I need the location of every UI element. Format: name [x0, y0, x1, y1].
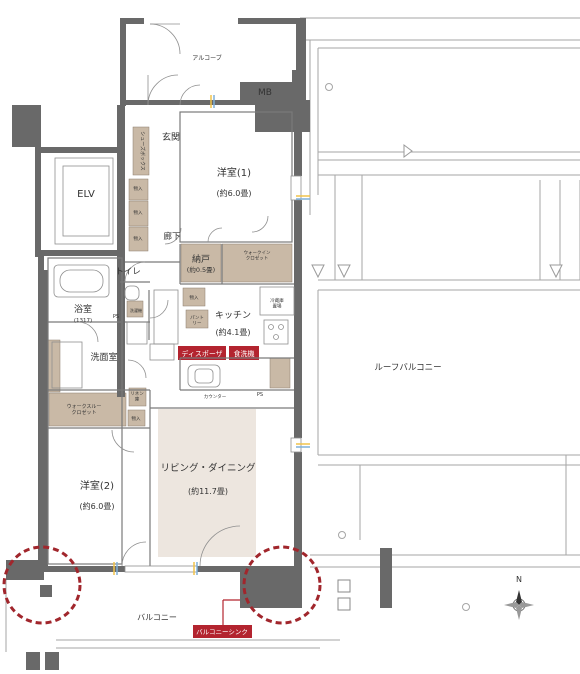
rouka-label: 廊下 — [163, 231, 181, 242]
mb-label: MB — [258, 88, 272, 98]
disposer-label: ディスポーザ — [181, 349, 222, 358]
yokushitsu-size: (1317) — [74, 318, 92, 324]
ps-label-1: PS — [113, 314, 119, 320]
walk-through-label: ウォークスルークロゼット — [67, 403, 102, 416]
door-swings — [77, 23, 269, 567]
youshitsu2-label: 洋室(2) — [80, 479, 114, 492]
highlight-circles — [2, 545, 322, 625]
alcove-label: アルコーブ — [192, 54, 221, 62]
pantry-label: パントリー — [190, 315, 204, 326]
windows — [113, 95, 310, 575]
highlight-badges — [178, 346, 259, 638]
living-label: リビング・ダイニング — [160, 462, 256, 474]
youshitsu2-area: (約6.0畳) — [80, 501, 115, 511]
north-label: N — [516, 575, 522, 584]
ps-label-2: PS — [257, 392, 263, 398]
monoire-label-2: 物入 — [134, 209, 143, 216]
linen-label: リネン庫 — [130, 391, 144, 402]
east-structure — [337, 548, 392, 611]
roof-balcony-area — [300, 17, 580, 568]
walk-in-label: ウォークインクロゼット — [244, 249, 271, 261]
yokushitsu-label: 浴室 — [74, 303, 92, 315]
monoire-label-3: 物入 — [134, 235, 143, 242]
drain-arrows — [311, 144, 563, 279]
kitchen-area: (約4.1畳) — [216, 327, 251, 337]
monoire-label-kitchen: 物入 — [190, 294, 199, 301]
living-dining-floor — [158, 409, 256, 557]
reizouko-label: 冷蔵庫置場 — [270, 297, 284, 309]
youshitsu1-label: 洋室(1) — [217, 166, 251, 179]
youshitsu1-area: (約6.0畳) — [217, 188, 252, 198]
senmenshitsu-label: 洗面室 — [90, 351, 117, 363]
living-area: (約11.7畳) — [188, 486, 228, 496]
balcony-sink-label: バルコニーシンク — [196, 628, 248, 636]
fixtures — [51, 157, 295, 389]
kitchen-label: キッチン — [215, 310, 251, 321]
monoire-label-1: 物入 — [134, 185, 143, 192]
nando-label: 納戸 — [192, 253, 210, 265]
roof-drains — [325, 83, 470, 611]
toilet-label: トイレ — [115, 267, 141, 277]
genkan-label: 玄関 — [162, 131, 180, 143]
monoire-label-hall: 物入 — [132, 415, 141, 422]
labels-layer: アルコーブ MB 玄関 シューズボックス 洋室(1) (約6.0畳) ELV 物… — [67, 54, 442, 636]
storage-fills — [46, 126, 293, 427]
counter-label: カウンター — [204, 393, 227, 400]
elv-label: ELV — [77, 189, 95, 200]
north-compass: N — [504, 575, 534, 620]
balcony-label: バルコニー — [137, 613, 177, 622]
roof-balcony-label: ルーフバルコニー — [374, 363, 441, 373]
shoes-box-label: シューズボックス — [139, 131, 146, 171]
shokusen-label: 食洗機 — [234, 349, 255, 358]
nando-area: (約0.5畳) — [187, 265, 215, 274]
sensha-label: 洗濯機 — [130, 307, 142, 313]
